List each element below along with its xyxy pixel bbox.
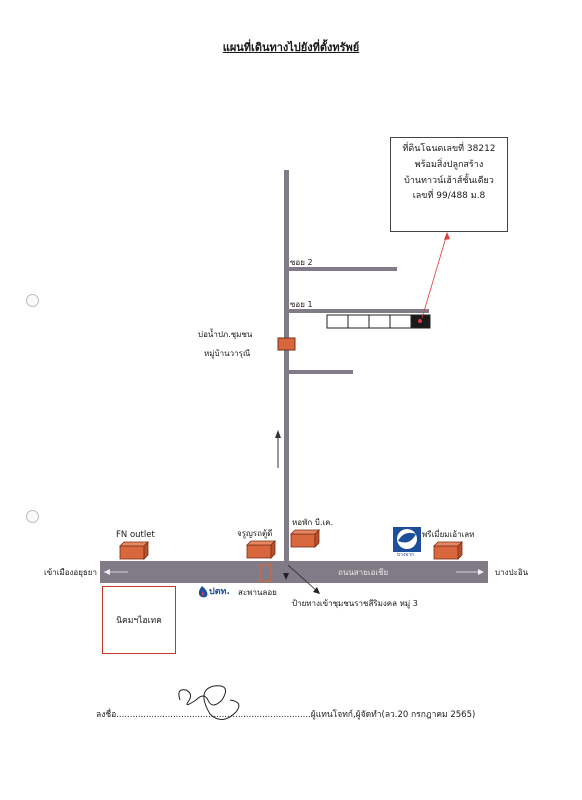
industrial-estate: นิคมฯไฮเทค	[102, 586, 176, 654]
junction-arrowhead-icon	[313, 587, 320, 594]
left-arrow-icon	[104, 569, 110, 575]
village-label: หมู่บ้านวารุณี	[204, 349, 251, 358]
callout-deed: ที่ดินโฉนดเลขที่ 38212	[402, 144, 496, 154]
ptt-text: ปตท.	[209, 587, 230, 597]
page-title: แผนที่เดินทางไปยังที่ตั้งทรัพย์	[222, 41, 360, 54]
soi-1-road	[289, 309, 429, 313]
entrance-sign-label: ป้ายทางเข้าชุมชนราชสีริมงคล หมู่ 3	[292, 599, 418, 608]
water-tank-building	[277, 337, 296, 351]
charoen-label: จรูญรถตู้ดี	[237, 529, 273, 538]
callout-arrowhead-icon	[444, 232, 450, 240]
left-direction-label: เข้าเมืองอยุธยา	[44, 568, 97, 577]
fn-outlet-building	[119, 541, 149, 560]
bangchak-logo	[393, 527, 421, 552]
townhouse-unit	[347, 314, 370, 329]
callout-building: พร้อมสิ่งปลูกสร้าง	[414, 159, 484, 170]
signature-scribble	[178, 685, 240, 720]
premium-outlet-building	[433, 541, 463, 560]
soi-2-road	[289, 267, 397, 271]
target-marker-icon	[418, 319, 422, 323]
north-arrow-icon	[275, 430, 281, 438]
property-callout: ที่ดินโฉนดเลขที่ 38212 พร้อมสิ่งปลูกสร้า…	[390, 137, 508, 232]
bangchak-text: บางจาก	[397, 552, 415, 558]
punch-hole	[26, 510, 39, 523]
junction-down-icon	[283, 573, 289, 580]
premium-outlet-label: พรีเมี่ยมเอ้าเลท	[422, 530, 475, 539]
callout-address: เลขที่ 99/488 ม.8	[412, 191, 486, 202]
dorm-building	[290, 529, 320, 548]
townhouse-unit	[368, 314, 391, 329]
soi-2-label: ซอย 2	[290, 258, 313, 267]
soi-1-label: ซอย 1	[290, 300, 313, 309]
branch-road	[289, 370, 353, 374]
highway-label: ถนนสายเอเชีย	[338, 568, 389, 577]
townhouse-unit	[389, 314, 412, 329]
right-direction-label: บางปะอิน	[495, 568, 529, 577]
industrial-estate-label: นิคมฯไฮเทค	[116, 616, 162, 626]
right-arrow-icon	[478, 569, 484, 575]
callout-arrow	[421, 233, 448, 319]
townhouse-row	[326, 314, 431, 329]
callout-type: บ้านทาวน์เฮ้าส์ชั้นเดียว	[404, 175, 494, 186]
ptt-logo	[198, 586, 208, 598]
dorm-label: หอพัก บี.เค.	[292, 518, 333, 527]
bridge-marker	[259, 564, 272, 582]
signature-line: ลงชื่อ..................................…	[96, 710, 476, 720]
bridge-label: สะพานลอย	[238, 588, 277, 597]
main-soi-road	[284, 170, 289, 565]
junction-arrow	[287, 564, 319, 593]
water-tank-label: บ่อน้ำปภ.ชุมชน	[198, 330, 253, 339]
asia-highway	[100, 561, 488, 583]
townhouse-unit	[326, 314, 349, 329]
fn-outlet-label: FN outlet	[116, 530, 155, 540]
charoen-building	[246, 540, 276, 559]
punch-hole	[26, 294, 39, 307]
